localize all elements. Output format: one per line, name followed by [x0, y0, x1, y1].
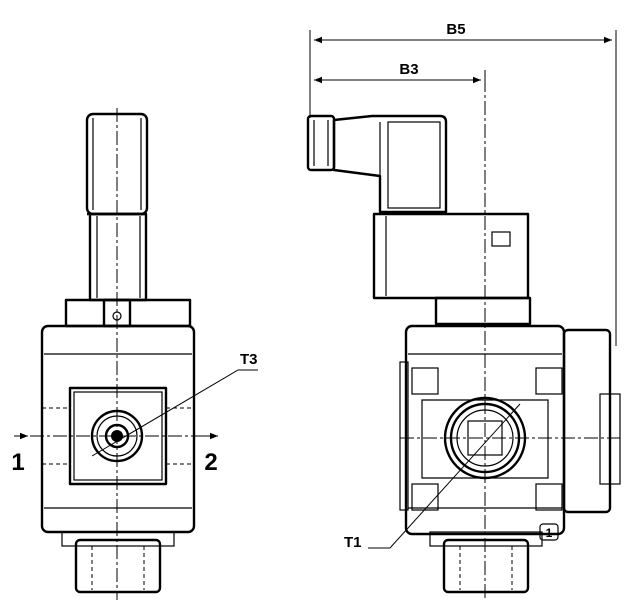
side-bracket — [562, 328, 612, 514]
port-out-label: 2 — [204, 449, 217, 476]
connector-housing — [332, 114, 448, 214]
t1-leader — [368, 403, 521, 549]
front-plate — [68, 386, 168, 486]
bottom-fitting-side — [442, 538, 530, 594]
side-view — [306, 30, 621, 600]
valve-body-front — [40, 324, 196, 534]
t1-port-outer — [443, 396, 527, 480]
port-in-label: 1 — [11, 449, 24, 476]
solenoid-coil — [88, 212, 148, 302]
connector-plug — [306, 114, 336, 172]
badge-box — [539, 523, 559, 541]
badge-label: 1 — [546, 526, 553, 540]
b3-label: B3 — [399, 61, 418, 78]
t3-label: T3 — [240, 351, 258, 368]
t3-port-outer — [90, 409, 144, 463]
b5-label: B5 — [446, 21, 465, 38]
solenoid-coil-side — [372, 212, 530, 300]
t1-label: T1 — [344, 534, 362, 551]
front-view — [14, 108, 258, 600]
t3-leader — [91, 369, 258, 457]
bottom-fitting-front — [74, 538, 162, 594]
valve-head — [64, 298, 192, 328]
